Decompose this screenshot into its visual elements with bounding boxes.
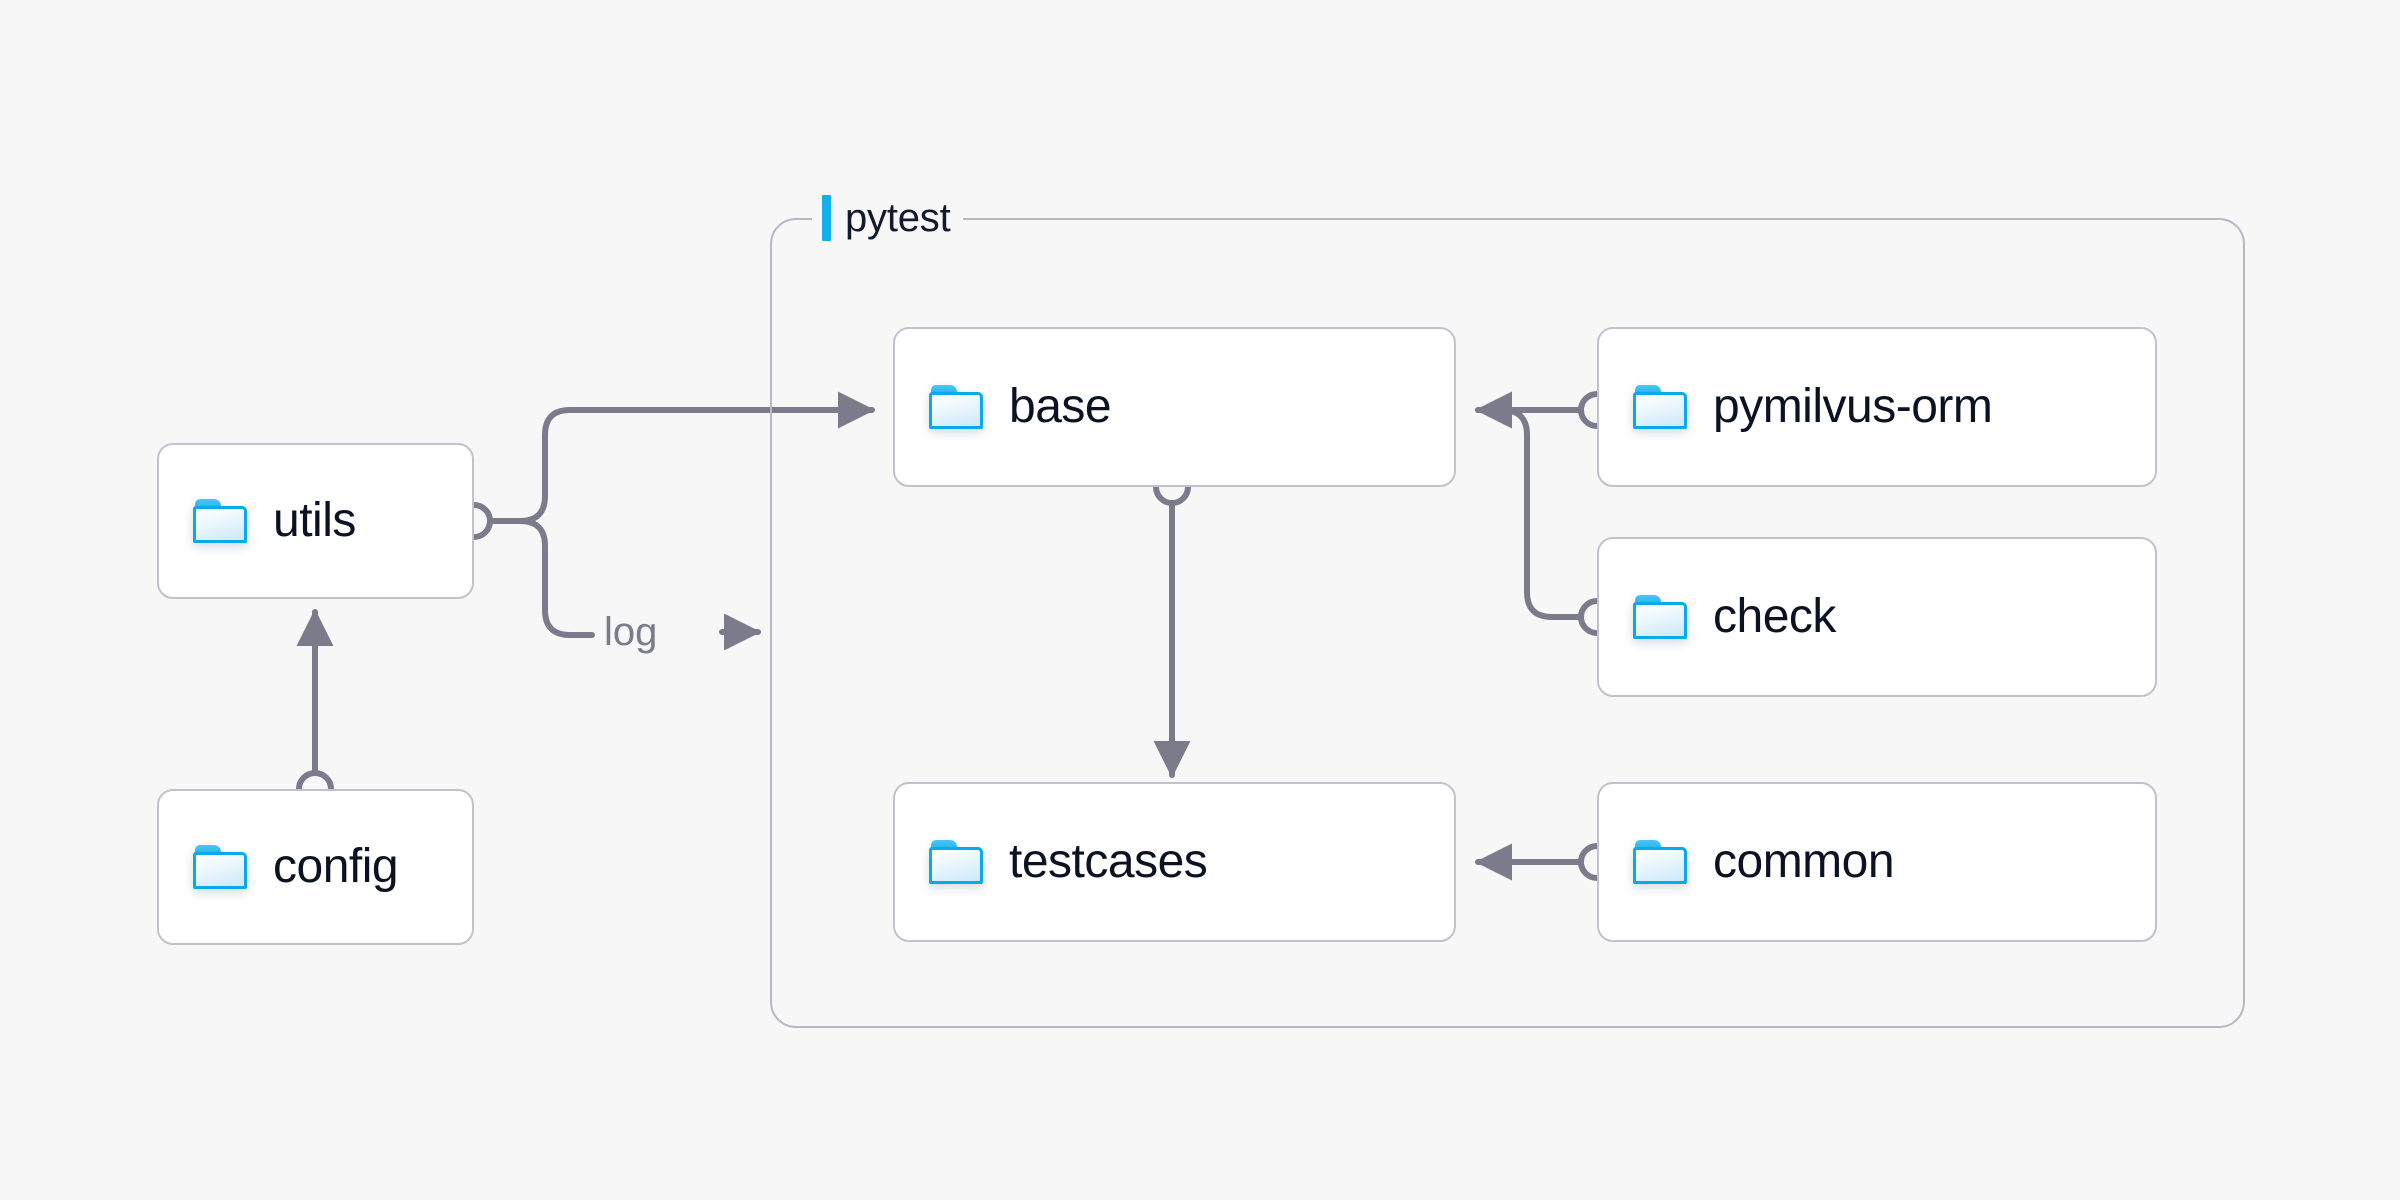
node-common-label: common: [1713, 835, 1895, 888]
edge-utils-to-log: [489, 518, 595, 638]
folder-icon: [1633, 385, 1687, 429]
node-pymilvus-orm[interactable]: pymilvus-orm: [1597, 327, 2157, 487]
folder-icon: [929, 840, 983, 884]
node-pymilvus-orm-label: pymilvus-orm: [1713, 380, 1993, 433]
pytest-group-label-text: pytest: [845, 196, 951, 240]
node-base[interactable]: base: [893, 327, 1456, 487]
pytest-group: [770, 218, 2245, 1028]
node-testcases[interactable]: testcases: [893, 782, 1456, 942]
node-testcases-label: testcases: [1009, 835, 1208, 888]
node-utils[interactable]: utils: [157, 443, 474, 599]
node-base-label: base: [1009, 380, 1112, 433]
pytest-group-label: pytest: [812, 194, 963, 242]
folder-icon: [193, 845, 247, 889]
node-common[interactable]: common: [1597, 782, 2157, 942]
folder-icon: [193, 499, 247, 543]
edge-label-log: log: [604, 610, 658, 654]
folder-icon: [1633, 595, 1687, 639]
accent-bar-icon: [822, 195, 831, 241]
node-config[interactable]: config: [157, 789, 474, 945]
folder-icon: [1633, 840, 1687, 884]
node-check-label: check: [1713, 590, 1836, 643]
folder-icon: [929, 385, 983, 429]
node-utils-label: utils: [273, 494, 356, 547]
node-config-label: config: [273, 840, 399, 893]
node-check[interactable]: check: [1597, 537, 2157, 697]
